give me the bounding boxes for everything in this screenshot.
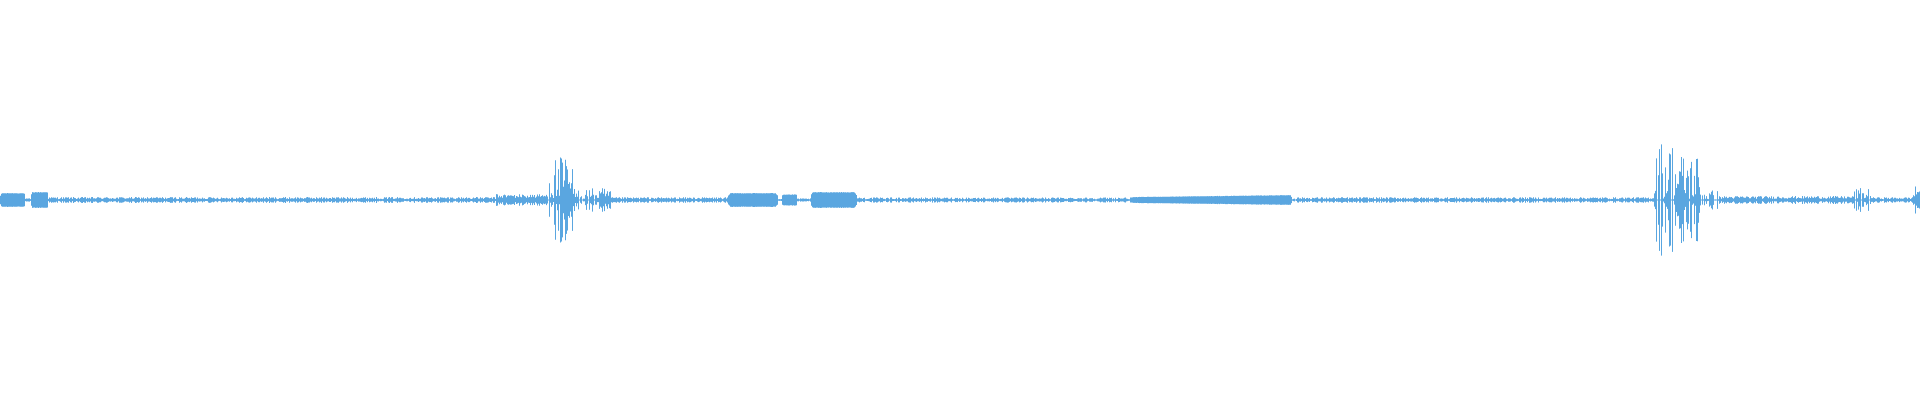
waveform-peaks: [0, 144, 1920, 256]
waveform-path: [0, 144, 1920, 256]
